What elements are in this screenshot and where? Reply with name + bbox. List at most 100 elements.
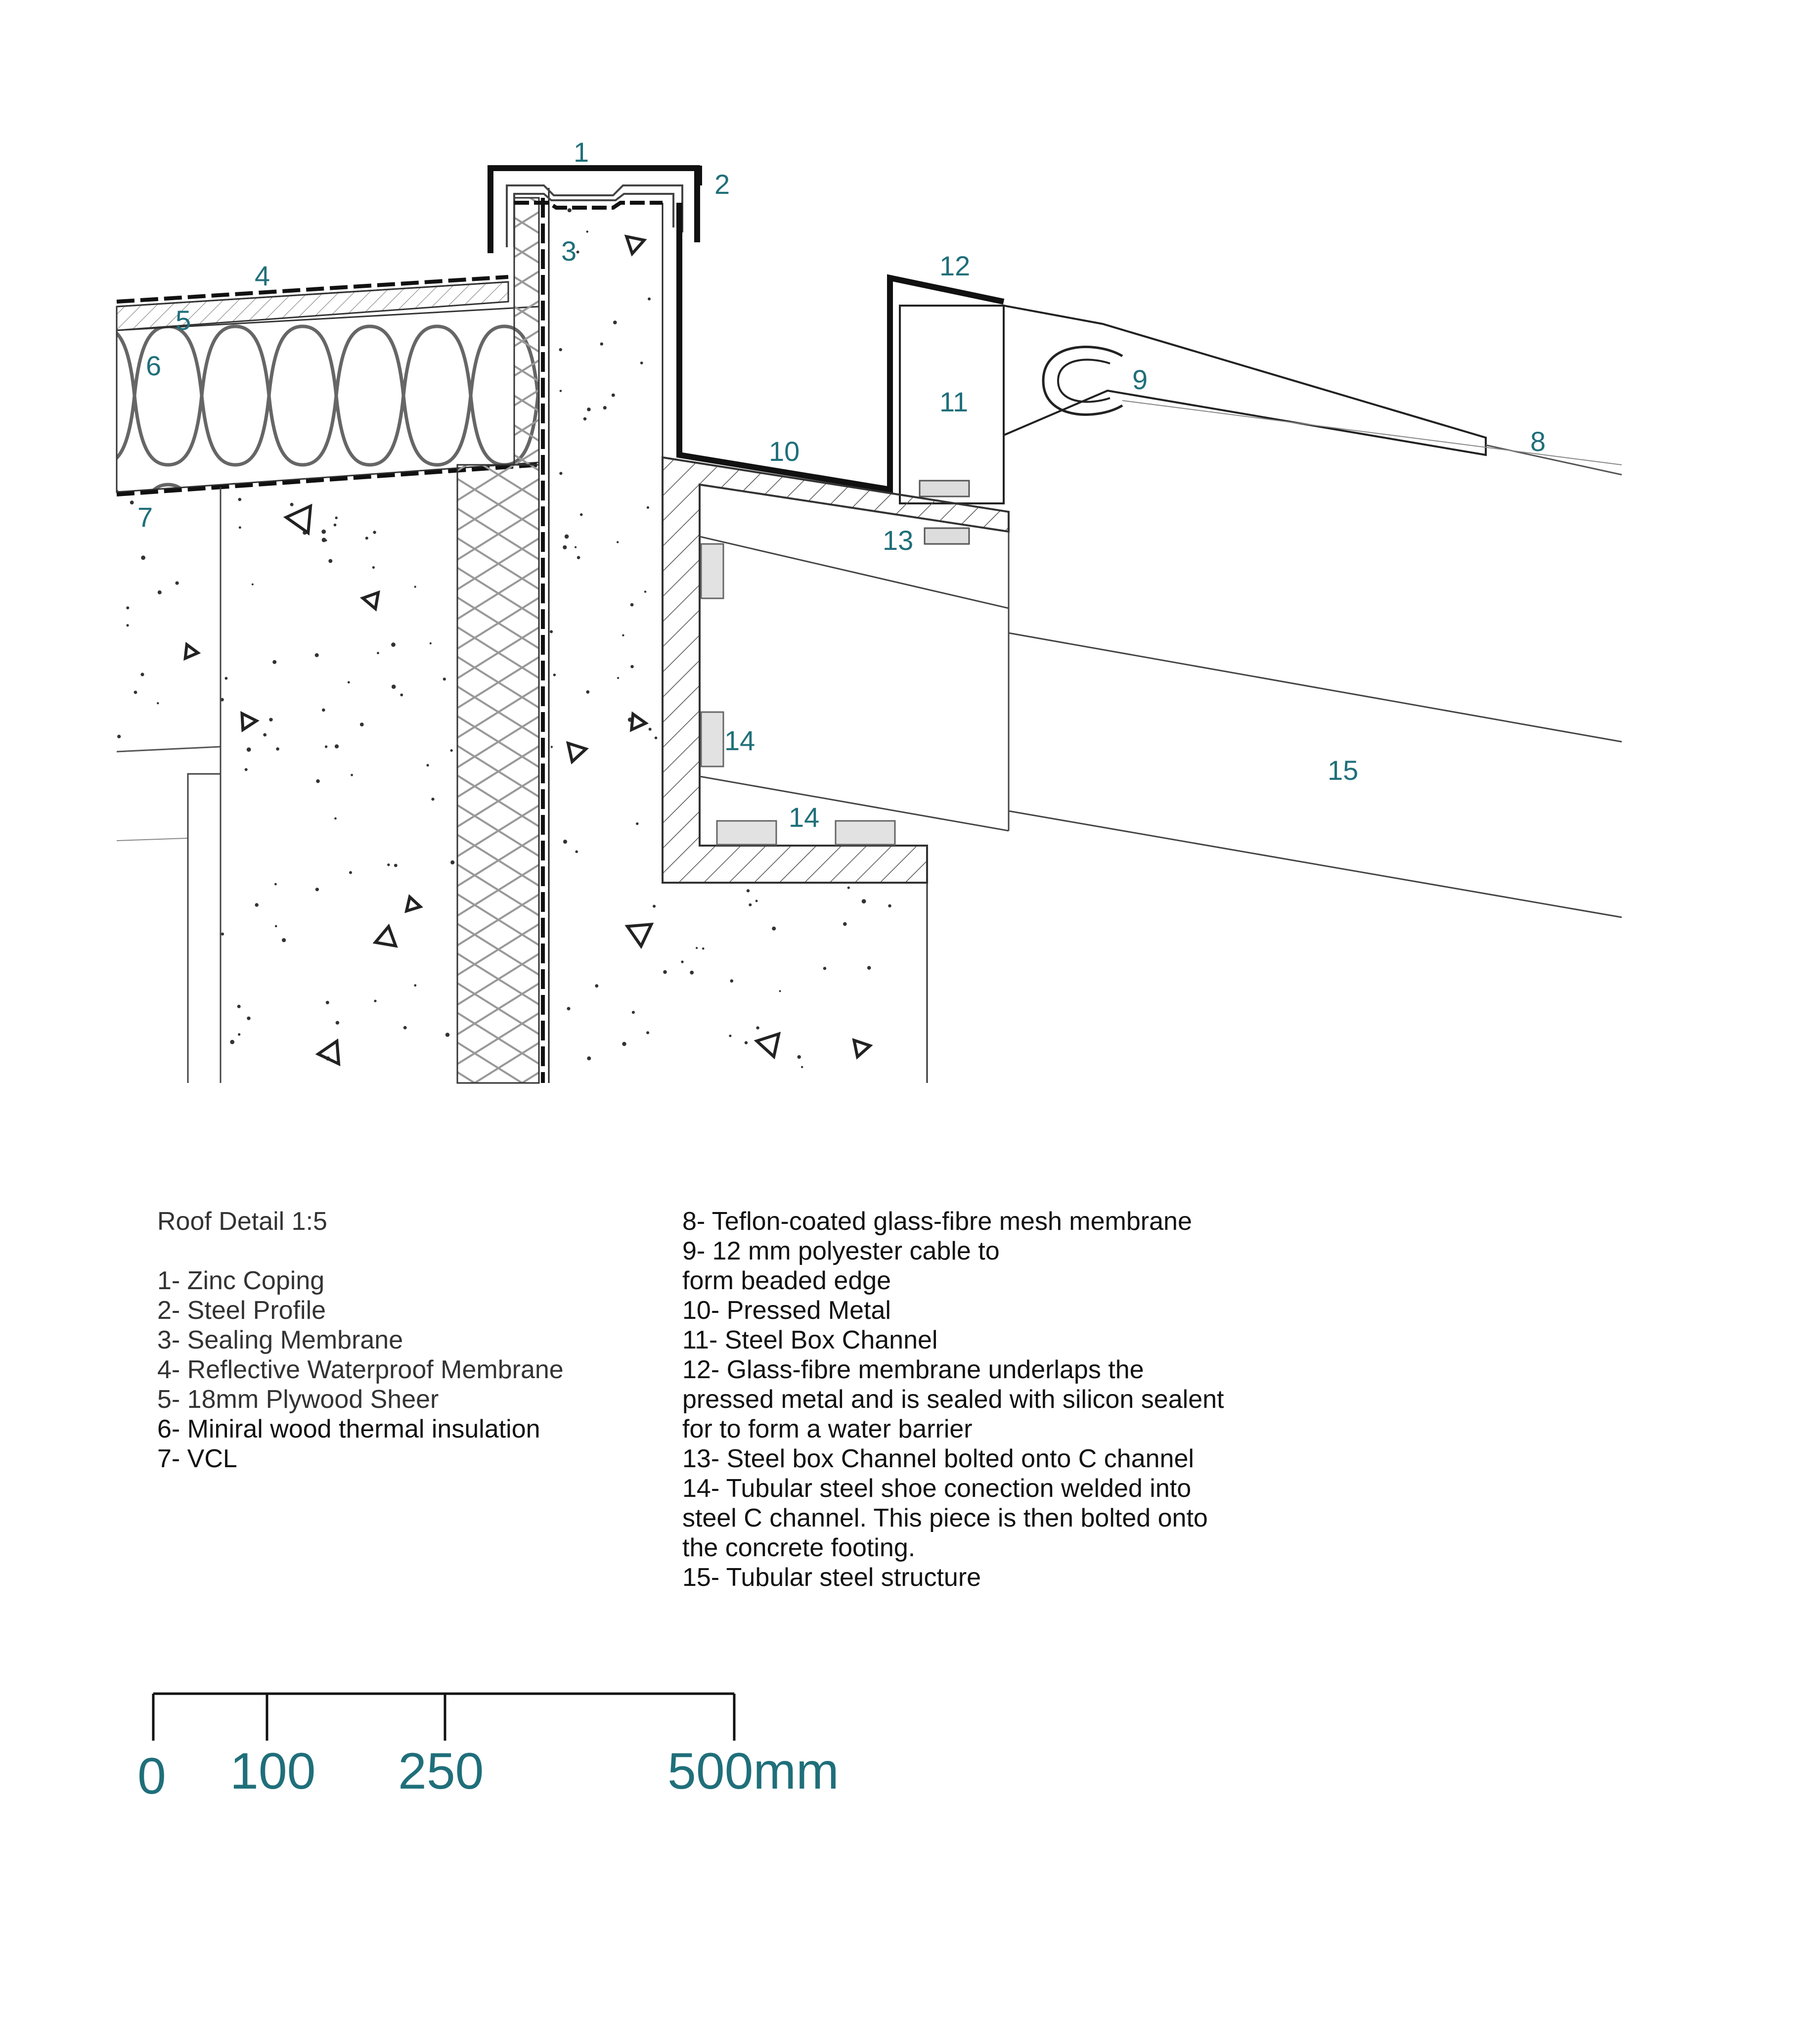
concrete-speckle xyxy=(334,744,339,749)
concrete-speckle xyxy=(730,979,734,983)
concrete-speckles xyxy=(117,208,891,1068)
callout-6: 6 xyxy=(146,350,162,381)
legend-right: 8- Teflon-coated glass-fibre mesh membra… xyxy=(682,1207,1224,1592)
concrete-speckle xyxy=(246,747,251,752)
concrete-speckle xyxy=(387,863,390,866)
concrete-speckle xyxy=(577,556,580,559)
concrete-speckle xyxy=(636,822,639,825)
aggregate-triangle xyxy=(624,922,654,949)
legend-item: 2- Steel Profile xyxy=(157,1296,326,1325)
concrete-speckle xyxy=(377,652,379,654)
polyester-cable-bead xyxy=(1042,346,1123,416)
concrete-speckle xyxy=(586,690,590,694)
concrete-speckle xyxy=(567,208,572,213)
concrete-speckle xyxy=(372,566,375,569)
concrete-speckle xyxy=(646,506,649,509)
callout-4: 4 xyxy=(255,260,270,291)
concrete-speckle xyxy=(663,970,667,974)
concrete-speckle xyxy=(603,406,607,410)
aggregate-triangle xyxy=(240,711,260,732)
concrete-speckle xyxy=(888,904,891,908)
concrete-speckle xyxy=(328,559,333,563)
steel-c-channel xyxy=(662,456,1010,1083)
callout-15: 15 xyxy=(1328,755,1359,786)
concrete-speckle xyxy=(133,690,137,694)
legend-item: 1- Zinc Coping xyxy=(157,1266,325,1295)
concrete-speckle xyxy=(141,555,145,560)
concrete-speckle xyxy=(755,900,758,902)
aggregate-triangle xyxy=(283,503,312,536)
legend-item: 10- Pressed Metal xyxy=(682,1296,891,1325)
aggregate-triangle xyxy=(183,641,201,661)
legend-item: for to form a water barrier xyxy=(682,1415,973,1443)
concrete-speckle xyxy=(559,390,562,392)
aggregate-triangle xyxy=(624,234,647,257)
concrete-speckle xyxy=(126,624,129,627)
concrete-speckle xyxy=(587,1056,591,1061)
concrete-speckle xyxy=(349,871,352,874)
concrete-speckle xyxy=(414,984,417,987)
legend-item: 3- Sealing Membrane xyxy=(157,1326,403,1354)
callout-11: 11 xyxy=(939,386,969,417)
concrete-speckle xyxy=(334,817,337,820)
concrete-speckle xyxy=(272,660,277,664)
concrete-speckle xyxy=(450,749,453,752)
concrete-speckle xyxy=(322,708,325,712)
concrete-speckle xyxy=(801,1066,803,1068)
concrete-speckle xyxy=(117,734,121,738)
callout-3: 3 xyxy=(561,235,577,267)
bolt-heads xyxy=(700,543,896,846)
concrete-speckle xyxy=(400,693,403,697)
concrete-speckle xyxy=(238,1033,241,1036)
callout-14a: 14 xyxy=(724,725,755,756)
legend-item: 9- 12 mm polyester cable to xyxy=(682,1237,1000,1265)
concrete-speckle xyxy=(237,1004,241,1008)
concrete-speckle xyxy=(335,516,338,519)
concrete-speckle xyxy=(290,502,294,506)
concrete-speckle xyxy=(549,630,553,633)
concrete-speckle xyxy=(230,1039,235,1044)
concrete-speckle xyxy=(744,1041,748,1044)
concrete-speckle xyxy=(238,497,242,501)
concrete-speckle xyxy=(575,850,578,854)
concrete-speckle xyxy=(445,1033,450,1037)
concrete-speckle xyxy=(394,863,398,867)
legend-item: 8- Teflon-coated glass-fibre mesh membra… xyxy=(682,1207,1192,1236)
concrete-speckle xyxy=(130,500,134,505)
concrete-speckle xyxy=(414,585,416,588)
scale-label-100: 100 xyxy=(230,1743,316,1800)
concrete-speckle xyxy=(696,946,698,949)
concrete-speckle xyxy=(640,361,643,364)
concrete-speckle xyxy=(140,673,144,676)
aggregate-triangle xyxy=(566,741,589,765)
concrete-speckle xyxy=(600,342,604,346)
roof-buildup xyxy=(116,275,540,1083)
concrete-speckle xyxy=(316,779,320,783)
concrete-speckle xyxy=(391,642,396,647)
concrete-speckle xyxy=(630,665,634,669)
concrete-speckle xyxy=(247,1016,251,1020)
concrete-speckle xyxy=(276,747,279,751)
concrete-speckle xyxy=(779,990,781,992)
aggregate-triangle xyxy=(359,590,380,612)
concrete-speckle xyxy=(359,722,364,726)
concrete-speckle xyxy=(648,297,651,301)
tubular-steel-structure xyxy=(699,532,1622,918)
concrete-speckle xyxy=(220,698,224,702)
legend-title: Roof Detail 1:5 xyxy=(157,1207,327,1236)
concrete-speckle xyxy=(351,773,353,776)
concrete-speckle xyxy=(274,925,277,928)
concrete-speckle xyxy=(221,932,224,936)
concrete-speckle xyxy=(157,590,162,594)
concrete-speckle xyxy=(563,840,568,844)
concrete-speckle xyxy=(559,472,563,475)
concrete-speckle xyxy=(586,230,588,233)
concrete-speckle xyxy=(646,1031,650,1034)
concrete-speckle xyxy=(843,922,847,926)
concrete-speckle xyxy=(244,768,248,771)
concrete-speckle xyxy=(861,899,866,903)
concrete-speckle xyxy=(654,736,658,739)
legend-item: pressed metal and is sealed with silicon… xyxy=(682,1385,1224,1414)
